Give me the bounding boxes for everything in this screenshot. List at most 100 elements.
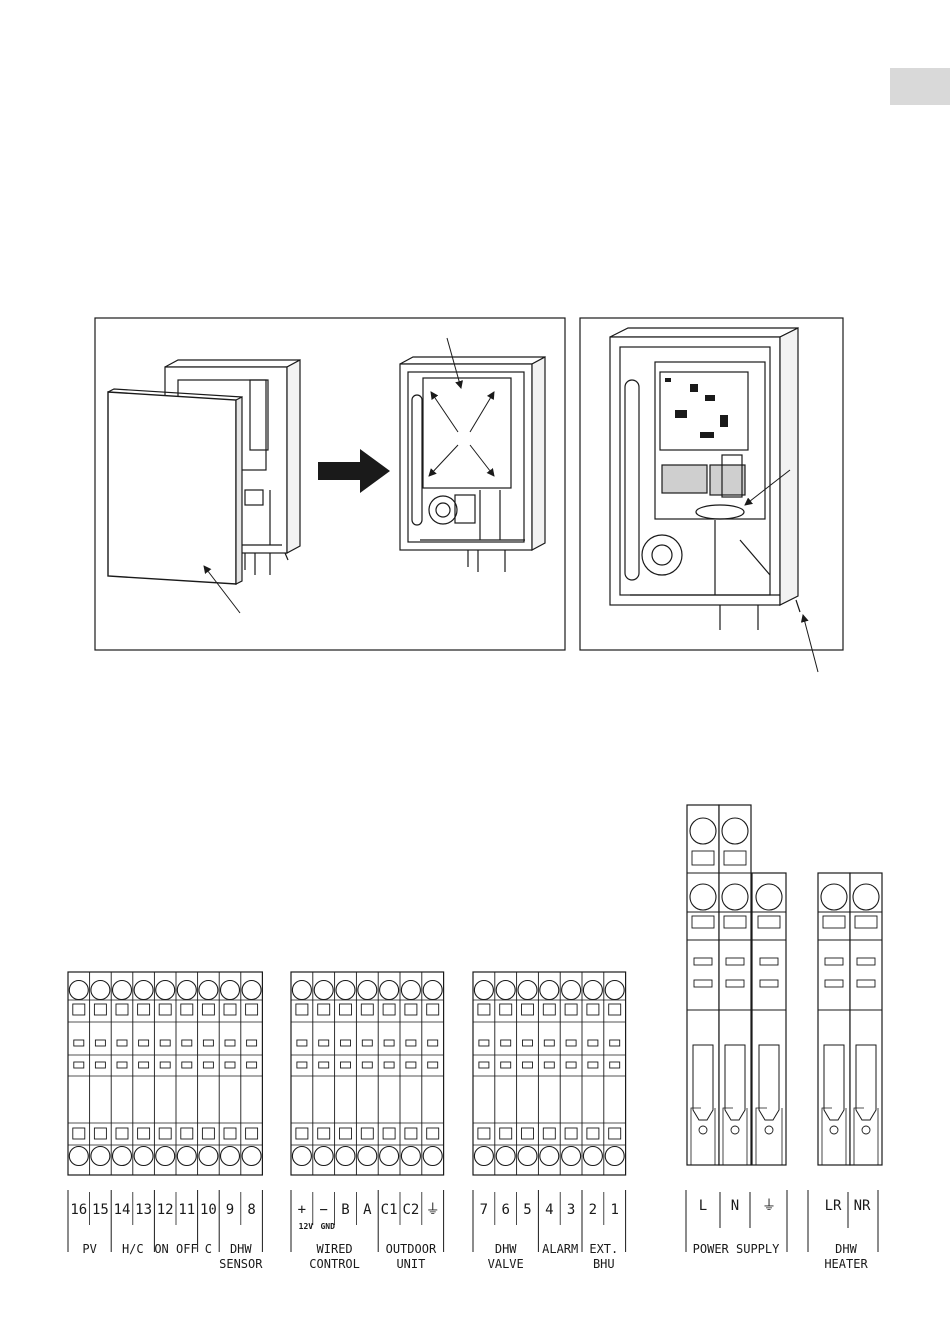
open-unit-pcb-illustration [610, 328, 800, 630]
terminal-screw-icon [156, 981, 175, 1000]
terminal-label: + [298, 1202, 306, 1218]
terminal-screw-icon [134, 981, 153, 1000]
terminal-screw-icon [423, 981, 442, 1000]
group-label: H/C [122, 1242, 144, 1256]
terminal-screw-icon [401, 981, 420, 1000]
terminal-label: LR [825, 1198, 842, 1214]
strip-a-body [68, 972, 262, 1175]
terminal-screw-icon [91, 1147, 110, 1166]
terminal-screw-icon [583, 981, 602, 1000]
terminal-screw-icon [314, 1147, 333, 1166]
terminal-screw-icon [380, 981, 399, 1000]
terminal-screw-icon [496, 981, 515, 1000]
terminal-sublabel: GND [320, 1222, 334, 1231]
terminal-screw-icon [540, 1147, 559, 1166]
terminal-screw-icon [292, 981, 311, 1000]
terminal-screw-icon [518, 981, 537, 1000]
group-label: PV [82, 1242, 96, 1256]
terminal-label: 14 [114, 1202, 131, 1218]
terminal-screw-icon [336, 1147, 355, 1166]
step-arrow-icon [318, 449, 390, 493]
terminal-screw-icon [314, 981, 333, 1000]
terminal-screw-icon [496, 1147, 515, 1166]
terminal-screw-icon [221, 981, 240, 1000]
terminal-label: 4 [545, 1202, 553, 1218]
terminal-screw-icon [690, 818, 716, 844]
group-label: HEATER [824, 1257, 867, 1271]
terminal-label: ⏚ [762, 1198, 776, 1214]
terminal-screw-icon [358, 981, 377, 1000]
terminal-label: C1 [381, 1202, 398, 1218]
terminal-label: − [319, 1202, 327, 1218]
terminal-screw-icon [474, 981, 493, 1000]
terminal-screw-icon [221, 1147, 240, 1166]
group-label: ALARM [542, 1242, 578, 1256]
terminal-label: 16 [70, 1202, 87, 1218]
group-label: DHW [835, 1242, 857, 1256]
terminal-screw-icon [292, 1147, 311, 1166]
terminal-screw-icon [177, 1147, 196, 1166]
terminal-screw-icon [756, 884, 782, 910]
terminal-screw-icon [423, 1147, 442, 1166]
terminal-label: NR [854, 1198, 871, 1214]
terminal-label: A [363, 1202, 371, 1218]
terminal-label: 13 [135, 1202, 152, 1218]
group-label: VALVE [488, 1257, 524, 1271]
group-label: BHU [593, 1257, 615, 1271]
terminal-label: 15 [92, 1202, 109, 1218]
group-label: EXT. [589, 1242, 618, 1256]
terminal-label: 6 [501, 1202, 509, 1218]
terminal-screw-icon [69, 981, 88, 1000]
group-label: DHW [495, 1242, 517, 1256]
terminal-label: N [731, 1198, 739, 1214]
unit-with-cover-illustration [108, 360, 300, 584]
terminal-screw-icon [336, 981, 355, 1000]
terminal-screw-icon [113, 981, 132, 1000]
terminal-screw-icon [853, 884, 879, 910]
terminal-screw-icon [199, 1147, 218, 1166]
strip-b-body [291, 972, 444, 1175]
terminal-screw-icon [562, 1147, 581, 1166]
terminal-label: 10 [200, 1202, 217, 1218]
terminal-label: 11 [178, 1202, 195, 1218]
terminal-label: B [341, 1202, 349, 1218]
group-label: UNIT [396, 1257, 425, 1271]
terminal-screw-icon [562, 981, 581, 1000]
terminal-screw-icon [474, 1147, 493, 1166]
terminal-screw-icon [199, 981, 218, 1000]
terminal-screw-icon [242, 981, 261, 1000]
terminal-screw-icon [91, 981, 110, 1000]
terminal-label: 9 [226, 1202, 234, 1218]
terminal-label: C2 [402, 1202, 419, 1218]
group-label: C [205, 1242, 212, 1256]
terminal-screw-icon [380, 1147, 399, 1166]
terminal-screw-icon [401, 1147, 420, 1166]
unit-control-box-illustration [400, 357, 545, 572]
terminal-label: 8 [247, 1202, 255, 1218]
terminal-label: 12 [157, 1202, 174, 1218]
group-label: DHW [230, 1242, 252, 1256]
terminal-screw-icon [177, 981, 196, 1000]
terminal-label: ⏚ [426, 1202, 440, 1218]
terminal-screw-icon [821, 884, 847, 910]
terminal-label: 5 [523, 1202, 531, 1218]
terminal-sublabel: 12V [299, 1222, 313, 1231]
terminal-label: 7 [480, 1202, 488, 1218]
terminal-label: 2 [589, 1202, 597, 1218]
terminal-screw-icon [518, 1147, 537, 1166]
terminal-screw-icon [540, 981, 559, 1000]
group-label: CONTROL [309, 1257, 360, 1271]
terminal-screw-icon [69, 1147, 88, 1166]
terminal-screw-icon [690, 884, 716, 910]
terminal-label: 3 [567, 1202, 575, 1218]
group-label: WIRED [317, 1242, 353, 1256]
terminal-screw-icon [156, 1147, 175, 1166]
terminal-screw-icon [113, 1147, 132, 1166]
terminal-screw-icon [242, 1147, 261, 1166]
strip-c-body [473, 972, 626, 1175]
group-label: ON OFF [154, 1242, 197, 1256]
terminal-screw-icon [722, 818, 748, 844]
group-label: OUTDOOR [386, 1242, 437, 1256]
terminal-screw-icon [605, 981, 624, 1000]
terminal-label: L [699, 1198, 707, 1214]
